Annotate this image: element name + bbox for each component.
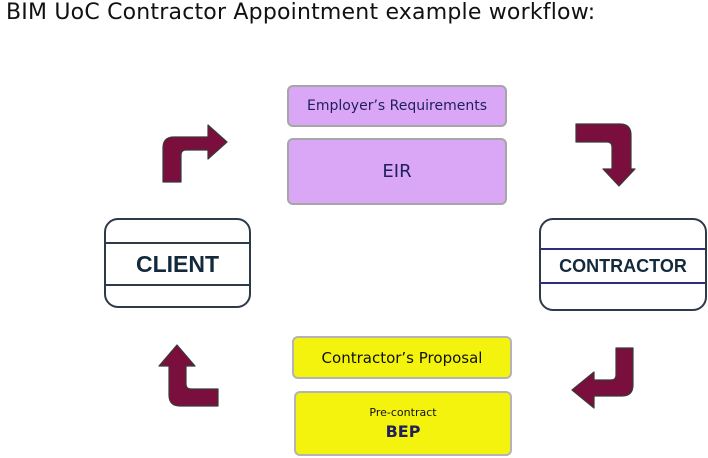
arrow-contractor-to-proposal-icon — [571, 347, 634, 409]
client-label: CLIENT — [106, 242, 249, 286]
employer-requirements-box: Employer’s Requirements — [287, 85, 507, 127]
contractors-proposal-label: Contractor’s Proposal — [321, 348, 483, 367]
diagram-title: BIM UoC Contractor Appointment example w… — [6, 0, 596, 25]
employer-requirements-label: Employer’s Requirements — [306, 98, 487, 114]
bep-label: BEP — [385, 422, 421, 441]
bep-box: Pre-contract BEP — [294, 391, 512, 456]
contractor-label: CONTRACTOR — [541, 248, 705, 284]
client-box: CLIENT — [104, 218, 251, 308]
arrow-eir-to-contractor-icon — [575, 123, 636, 187]
bep-subtitle: Pre-contract — [369, 406, 437, 419]
eir-label: EIR — [382, 161, 412, 182]
eir-box: EIR — [287, 138, 507, 205]
arrow-bep-to-client-icon — [158, 344, 219, 407]
arrow-client-to-eir-icon — [162, 124, 228, 183]
contractors-proposal-box: Contractor’s Proposal — [292, 336, 512, 379]
contractor-box: CONTRACTOR — [539, 218, 707, 311]
